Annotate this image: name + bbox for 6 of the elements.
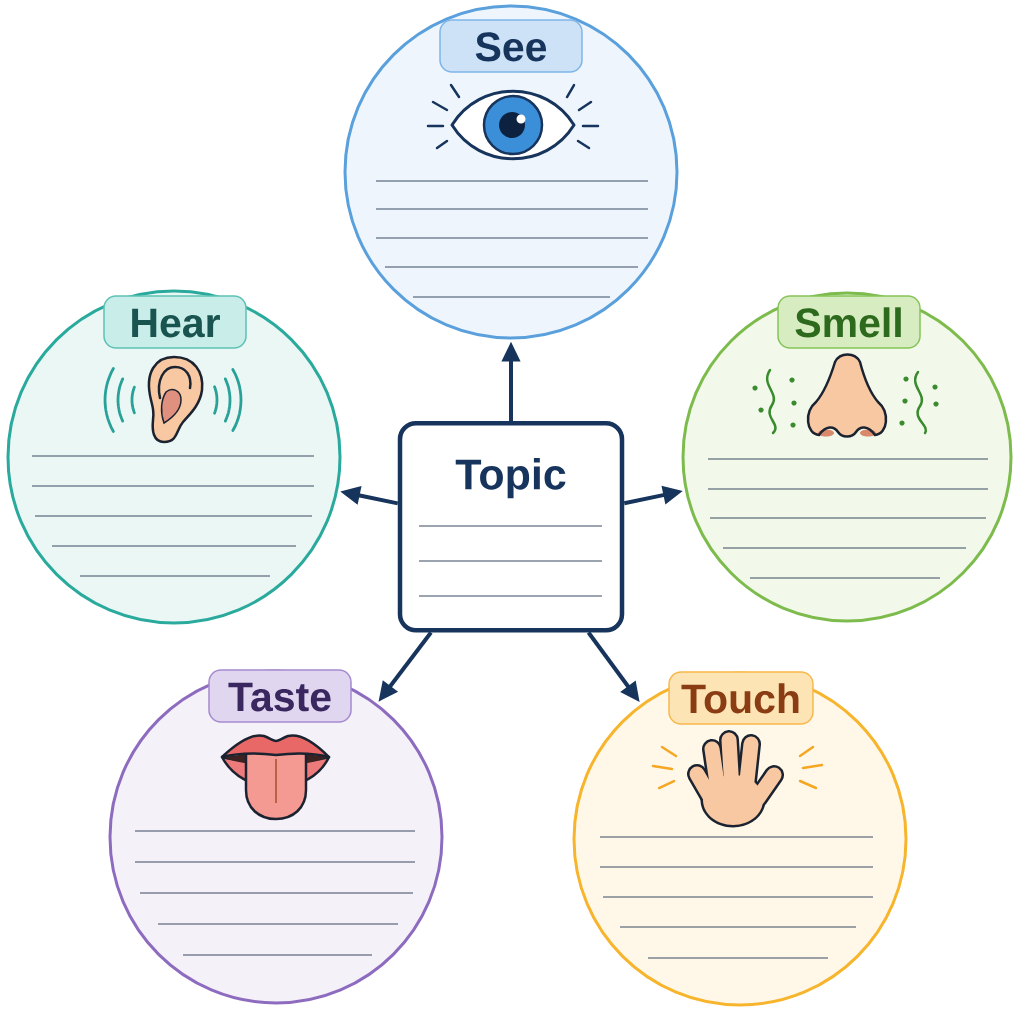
heading-tab: Taste: [208, 669, 352, 723]
heading-tab: Touch: [668, 671, 814, 725]
heading-tab: Hear: [103, 295, 247, 349]
topic-box: Topic: [397, 421, 625, 633]
heading-tab: Smell: [777, 295, 921, 349]
heading-tab: See: [439, 19, 583, 73]
